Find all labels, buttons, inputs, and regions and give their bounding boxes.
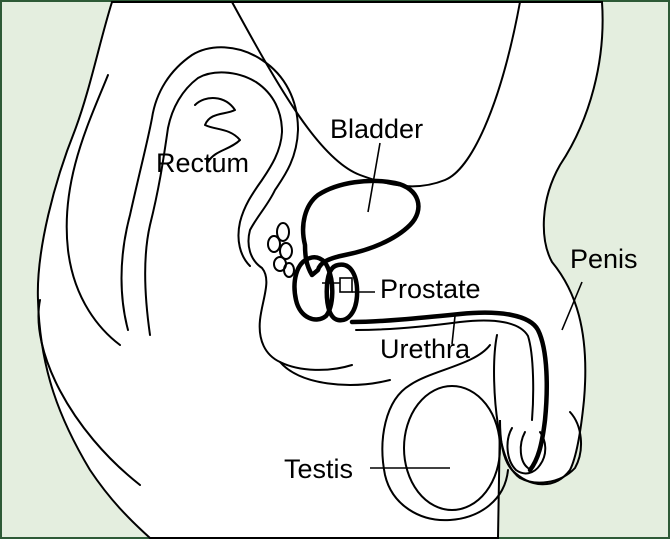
label-testis: Testis: [284, 454, 353, 484]
label-rectum: Rectum: [156, 148, 249, 178]
label-urethra: Urethra: [380, 334, 471, 364]
label-prostate: Prostate: [380, 274, 481, 304]
label-penis: Penis: [570, 244, 638, 274]
label-bladder: Bladder: [330, 114, 423, 144]
